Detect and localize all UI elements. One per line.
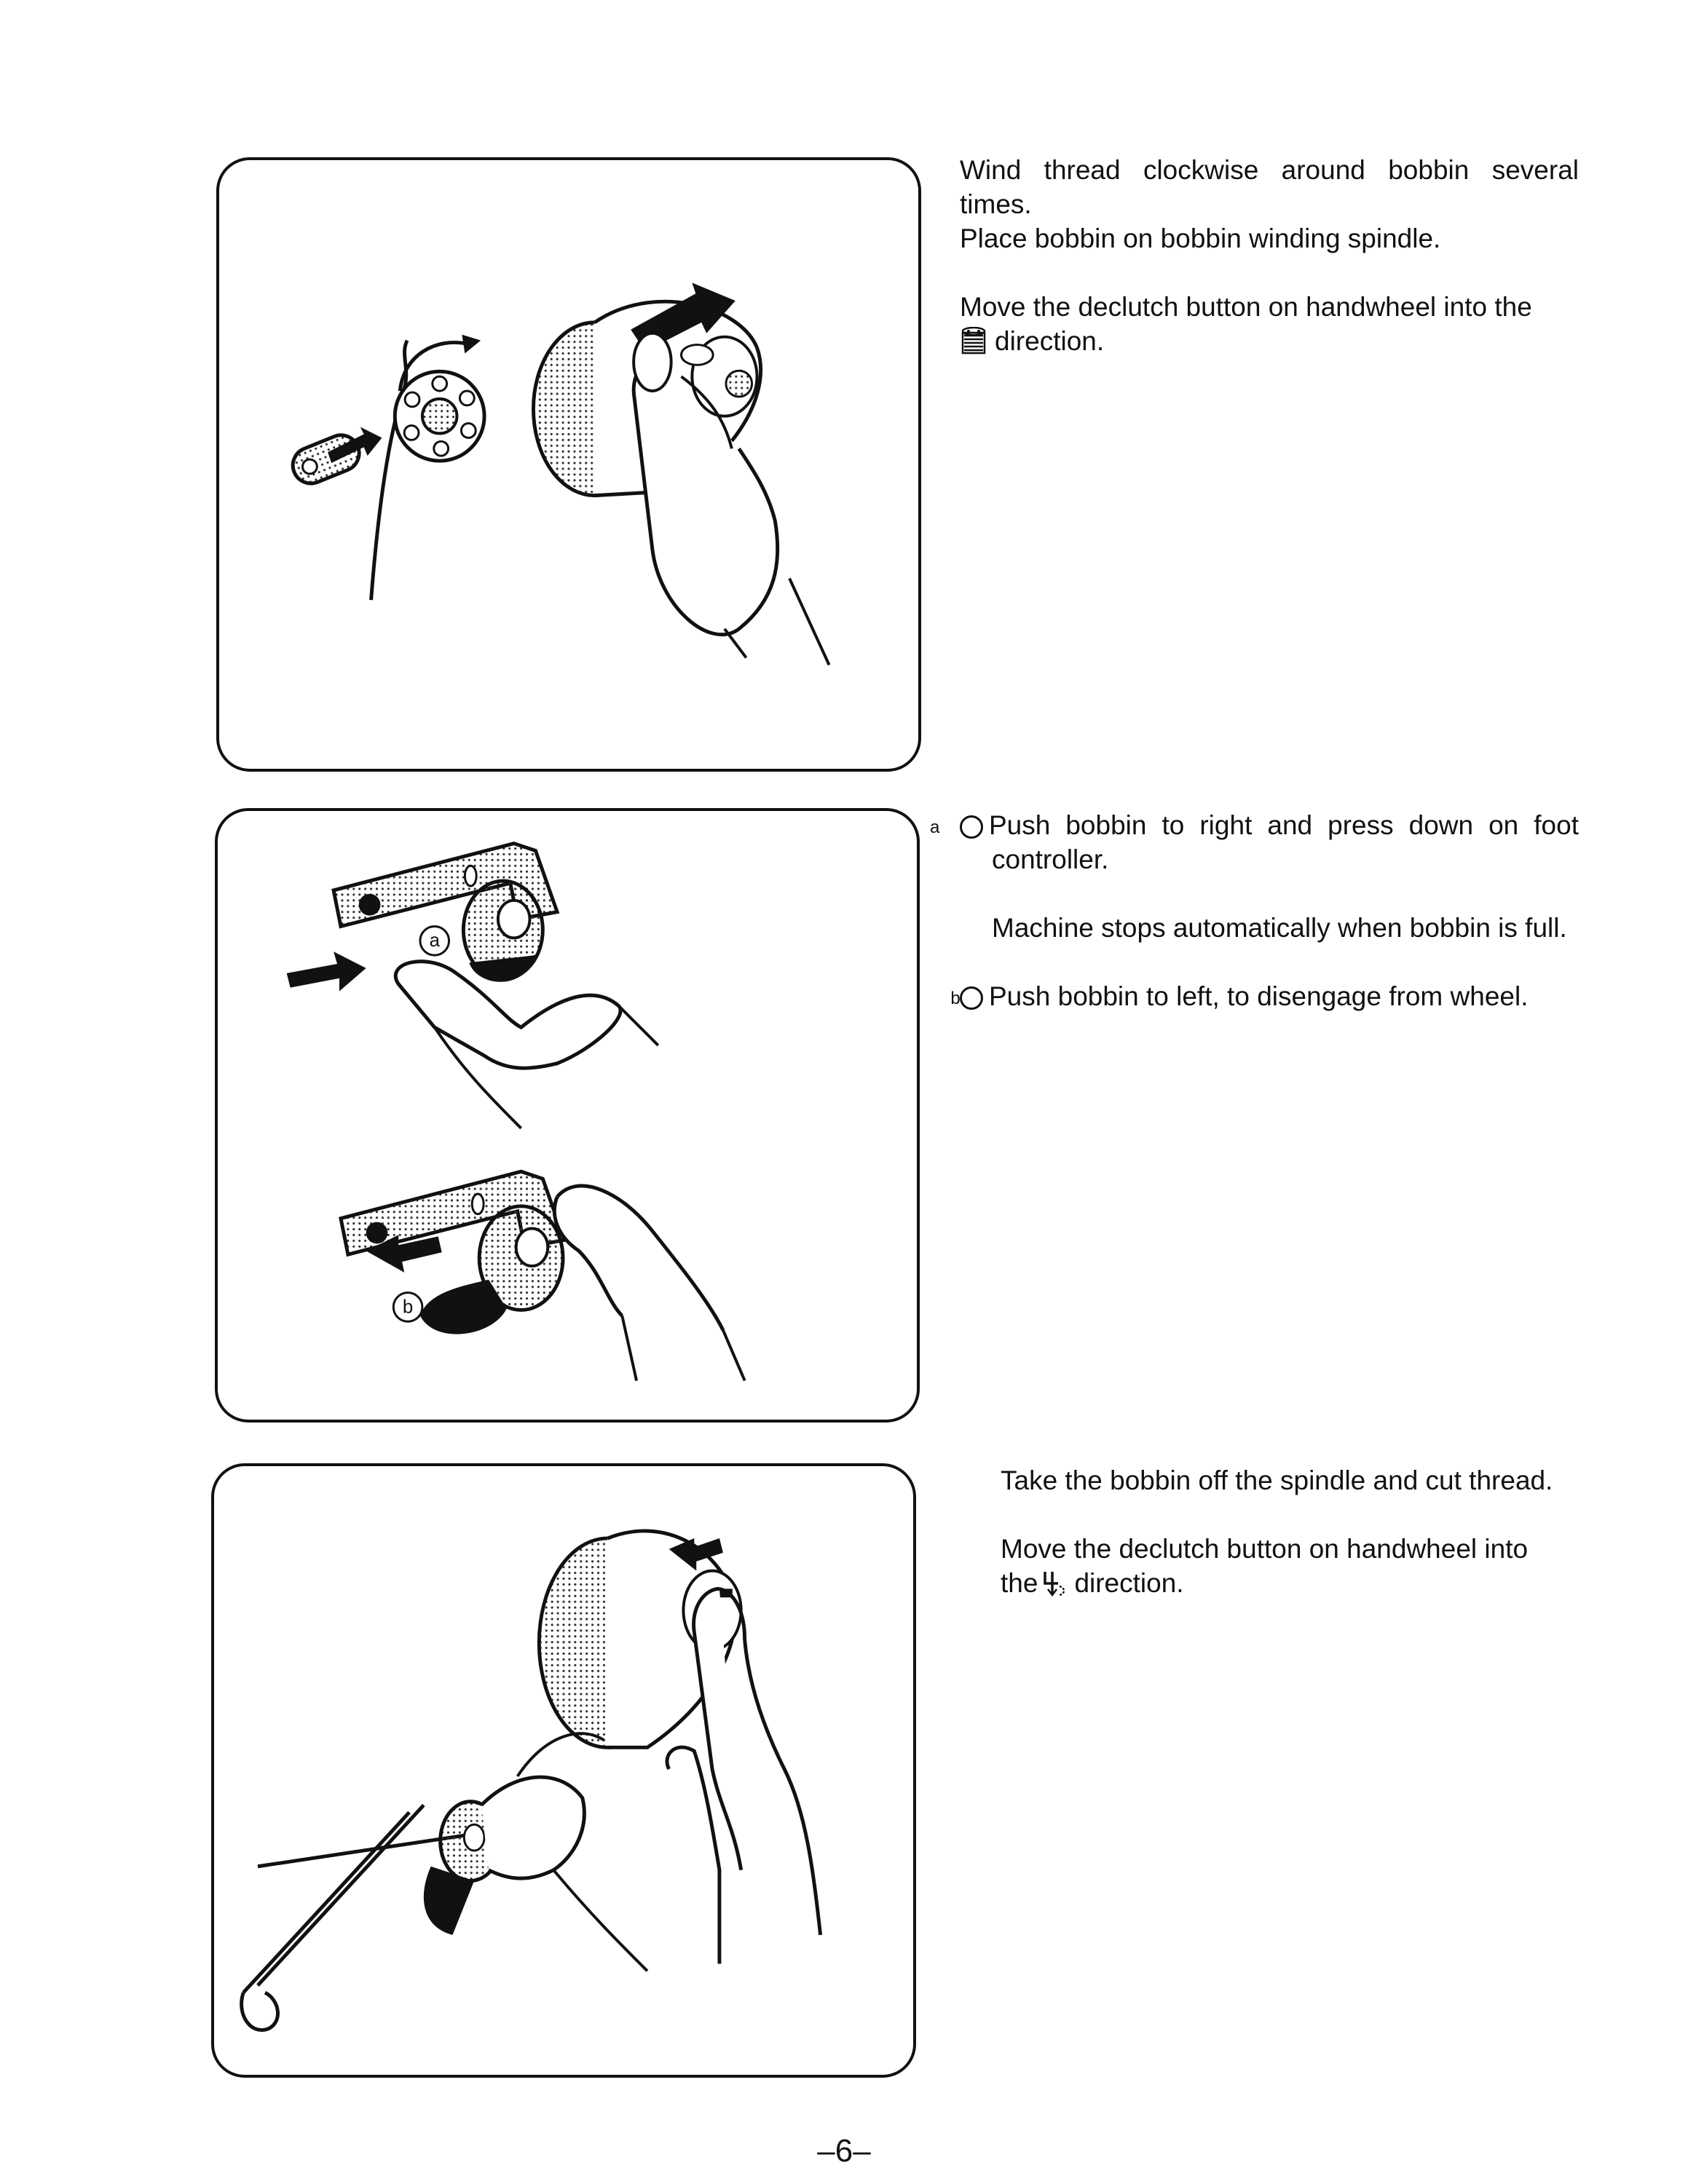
instruction-declutch-wind-text: Move the declutch button on handwheel in… (960, 292, 1532, 322)
spindle-icon (291, 427, 382, 486)
arrow-left-icon (366, 1235, 442, 1273)
arrow-left-icon (669, 1538, 723, 1571)
figure-label-b-text: b (403, 1297, 413, 1317)
needle-sewing-icon (1041, 1569, 1067, 1606)
arrow-right-icon (286, 951, 366, 992)
bobbin-icon (419, 1204, 565, 1334)
instruction-auto-stop: Machine stops automatically when bobbin … (992, 913, 1567, 943)
illustration-panel-1 (216, 157, 921, 772)
instruction-push-right-text: Push bobbin to right and press down on f… (989, 810, 1579, 874)
hand-icon (393, 960, 660, 1130)
hand-icon (480, 1732, 649, 1972)
figure-label-a: a (419, 925, 451, 957)
instruction-declutch-wind: Move the declutch button on handwheel in… (960, 290, 1579, 364)
instructions-section-1: Wind thread clockwise around bobbin seve… (960, 153, 1579, 364)
instruction-declutch-sew-direction: direction. (1074, 1568, 1184, 1598)
bobbin-icon (393, 369, 486, 463)
instructions-section-3: Take the bobbin off the spindle and cut … (1001, 1463, 1583, 1606)
bobbin-winding-icon (960, 326, 987, 364)
instruction-place-bobbin: Place bobbin on bobbin winding spindle. (960, 223, 1441, 253)
marker-b: b (950, 986, 983, 1010)
page-number: –6– (817, 2133, 871, 2169)
cut-thread-illustration (240, 1529, 823, 2032)
illustration-panel-3 (211, 1463, 916, 2078)
instruction-wind-thread: Wind thread clockwise around bobbin seve… (960, 155, 1579, 219)
figure-label-b: b (392, 1291, 424, 1323)
hand-icon (553, 1184, 746, 1382)
bobbin-icon (461, 879, 545, 982)
bobbin-thread-winding-illustration (291, 282, 831, 666)
hand-icon (665, 1586, 823, 1964)
bobbin-push-illustration: a b (286, 841, 746, 1382)
figure-label-a-text: a (430, 930, 441, 951)
marker-a: a (930, 815, 983, 839)
scissors-icon (240, 1803, 425, 2032)
instruction-declutch-sew-pre: the (1001, 1568, 1038, 1598)
instruction-declutch-sew-text: Move the declutch button on handwheel in… (1001, 1534, 1529, 1564)
instruction-push-left-text: Push bobbin to left, to disengage from w… (989, 981, 1529, 1011)
hand-icon (631, 331, 831, 666)
instruction-declutch-wind-direction: direction. (995, 326, 1105, 356)
instruction-take-bobbin: Take the bobbin off the spindle and cut … (1001, 1465, 1553, 1495)
illustration-panel-2: a b (215, 808, 920, 1423)
instruction-declutch-sew: Move the declutch button on handwheel in… (1001, 1532, 1583, 1606)
